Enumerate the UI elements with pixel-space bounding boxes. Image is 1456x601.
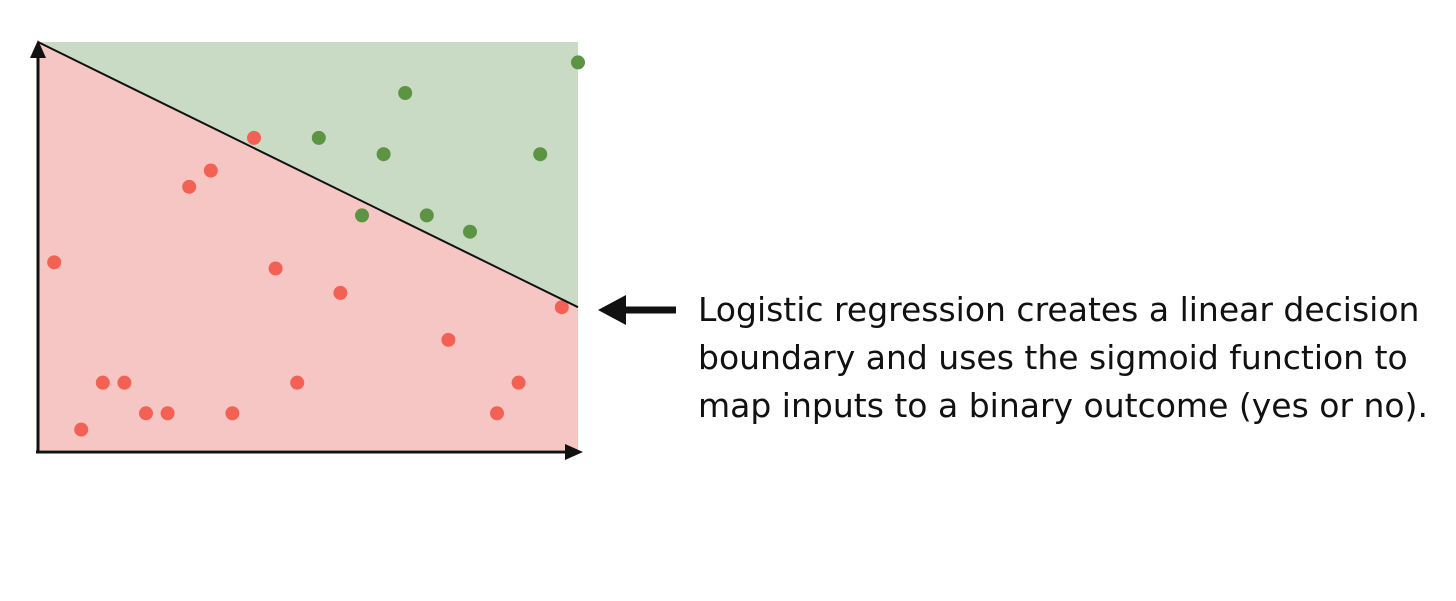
- data-point-no: [290, 375, 305, 390]
- data-point-yes: [398, 86, 413, 100]
- data-point-yes: [355, 208, 369, 223]
- data-point-no: [511, 375, 526, 390]
- data-point-no: [333, 285, 348, 300]
- caption-line-1: Logistic regression creates a linear dec…: [698, 290, 1420, 329]
- left-arrow-icon: [598, 295, 676, 325]
- caption-line-2: boundary and uses the sigmoid function t…: [698, 338, 1408, 377]
- data-point-no: [247, 130, 261, 145]
- data-point-yes: [311, 130, 326, 145]
- caption-text: Logistic regression creates a linear dec…: [698, 286, 1438, 430]
- data-point-yes: [533, 147, 548, 162]
- data-point-no: [441, 332, 456, 347]
- data-point-yes: [419, 208, 434, 223]
- data-point-no: [160, 406, 175, 421]
- data-point-no: [490, 406, 504, 421]
- data-point-no: [554, 300, 569, 315]
- caption-line-3: map inputs to a binary outcome (yes or n…: [698, 386, 1428, 425]
- y-axis-arrowhead-icon: [30, 40, 46, 58]
- y-axis: [30, 40, 46, 452]
- class-no-region: [38, 42, 578, 450]
- x-axis: [36, 444, 583, 460]
- data-point-yes: [376, 147, 391, 162]
- data-points: [47, 55, 585, 437]
- x-axis-arrowhead-icon: [565, 444, 583, 460]
- data-point-no: [268, 261, 283, 276]
- data-point-no: [203, 163, 218, 178]
- data-point-no: [225, 406, 240, 421]
- data-point-no: [117, 375, 132, 390]
- data-point-no: [47, 255, 62, 270]
- data-point-yes: [463, 224, 477, 239]
- data-point-yes: [571, 55, 585, 70]
- data-point-no: [182, 179, 197, 194]
- data-point-no: [95, 375, 110, 390]
- data-point-no: [139, 406, 153, 421]
- decision-boundary-line: [37, 41, 579, 309]
- data-point-no: [74, 422, 89, 437]
